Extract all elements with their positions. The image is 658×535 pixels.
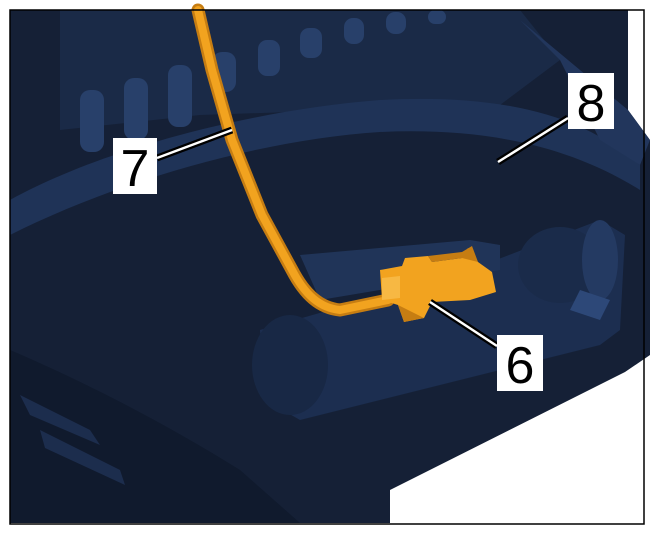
- leader-line-7-inner: [156, 128, 233, 160]
- leader-line-6-inner: [429, 300, 498, 348]
- callout-8: 8: [568, 73, 614, 133]
- callout-6: 6: [497, 335, 543, 395]
- figure-frame: [9, 9, 645, 525]
- orange-cable: [191, 3, 395, 317]
- dark-housing: [10, 10, 650, 523]
- leader-lines: [155, 115, 570, 349]
- callout-8-label: 8: [577, 75, 606, 133]
- callout-7-box: [113, 138, 157, 194]
- callout-7: 7: [113, 138, 157, 198]
- callout-8-box: [568, 73, 614, 129]
- callout-6-box: [497, 335, 543, 391]
- leader-line-8-inner: [497, 116, 569, 164]
- callout-7-label: 7: [121, 140, 150, 198]
- callout-6-label: 6: [506, 337, 535, 395]
- orange-connector: [380, 246, 496, 322]
